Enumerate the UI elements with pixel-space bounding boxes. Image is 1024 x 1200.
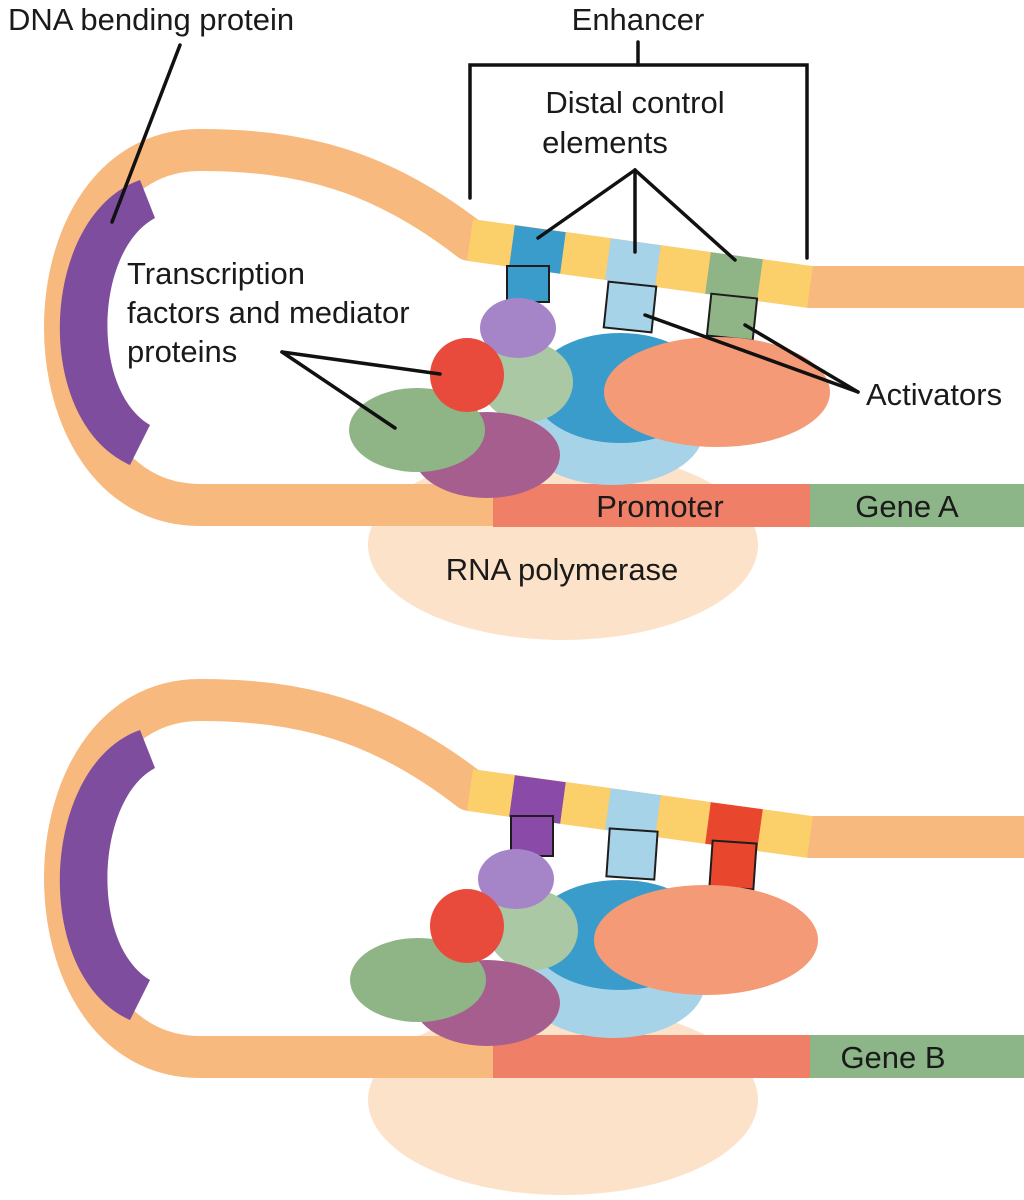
dna-bending-protein-a [59,180,155,465]
enhancer-segment [467,219,515,267]
activator-lightblue-b [605,827,659,881]
enhancer-segment [655,245,711,294]
label-tf-line3: proteins [127,334,237,369]
distal-element-lightblue-a [605,238,661,287]
promoter-region-a [493,484,810,527]
mediator-salmon-a [604,337,830,447]
panel-gene-a: DNA bending protein Enhancer Distal cont… [8,2,1024,640]
rna-polymerase-b [368,1005,758,1195]
enhancer-segment [757,259,813,308]
distal-element-lightblue-b [605,788,661,837]
dna-strand-b [44,679,1024,1078]
mediator-salmon-b [594,885,818,995]
label-promoter: Promoter [596,489,723,524]
label-tf-line1: Transcription [127,256,305,291]
label-dna-bending-protein: DNA bending protein [8,2,294,37]
mediator-red-b [430,889,504,963]
dna-bending-protein-b [59,730,155,1020]
dna-strand-a [44,129,1024,526]
label-tf-line2: factors and mediator [127,295,410,330]
activator-lightblue-a [602,280,658,334]
leader-activator-lightblue [643,313,860,394]
distal-element-green-a [705,252,763,301]
distal-element-blue-a [509,225,566,274]
label-distal-control-line1: Distal control [545,85,724,120]
label-activators: Activators [866,377,1002,412]
leader-distal-blue [536,168,637,240]
enhancer-segment [467,769,515,817]
gene-a-region [810,484,1024,527]
enhancer-segment [655,795,711,844]
leader-activator-green [743,323,860,394]
label-gene-b: Gene B [840,1040,945,1075]
distal-element-red-b [705,802,763,851]
panel-gene-b: Gene B [44,679,1024,1195]
mediator-sage-a [481,342,573,422]
leader-distal-green [633,168,737,262]
enhancer-segment [757,809,813,858]
gene-b-region [810,1035,1024,1078]
activator-blue-a [506,265,550,303]
enhancer-region-b [467,769,813,858]
leader-tf-green [280,350,397,430]
promoter-region-b [493,1035,810,1078]
mediator-lavender-a [480,298,556,358]
activator-red-b [708,839,758,891]
enhancer-segment [560,232,611,280]
label-distal-control-line2: elements [542,125,668,160]
mediator-red-a [430,338,504,412]
label-rna-polymerase: RNA polymerase [446,552,679,587]
label-enhancer: Enhancer [572,2,705,37]
mediator-lavender-b [478,849,554,909]
distal-element-purple-b [509,775,566,824]
mediator-sage-b [488,890,578,970]
enhancer-segment [560,782,611,830]
leader-tf-red [280,350,442,376]
mediator-green-a [349,388,485,472]
activator-green-a [705,292,759,342]
leader-dna-bending-protein [110,43,182,224]
label-gene-a: Gene A [855,489,959,524]
enhancer-region-a [467,219,813,308]
